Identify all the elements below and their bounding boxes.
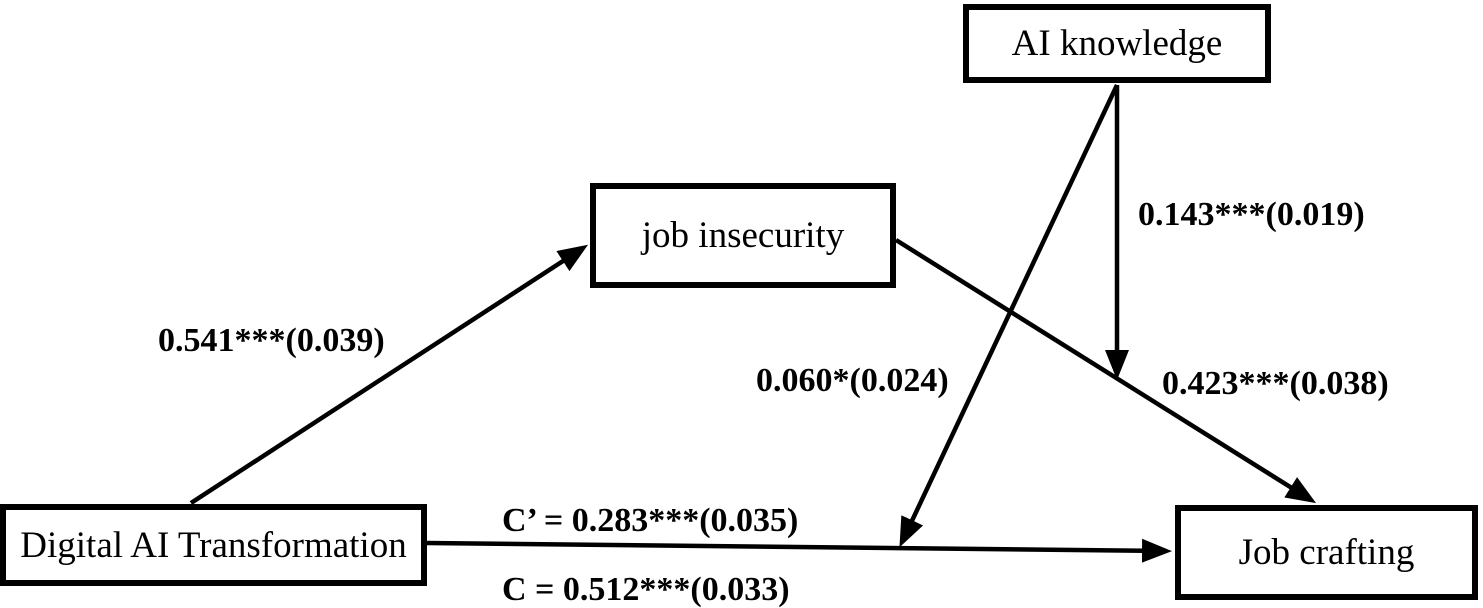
coefficient-total-effect: C = 0.512***(0.033) xyxy=(502,571,790,608)
node-digital-ai-transformation-label: Digital AI Transformation xyxy=(20,524,407,566)
node-job-crafting: Job crafting xyxy=(1175,505,1478,600)
coefficient-direct-effect: C’ = 0.283***(0.035) xyxy=(502,502,799,539)
node-job-crafting-label: Job crafting xyxy=(1238,532,1415,573)
node-digital-ai-transformation: Digital AI Transformation xyxy=(0,504,427,586)
arrow-dat-to-job-crafting xyxy=(426,538,1172,563)
arrow-ai-knowledge-to-direct-path xyxy=(899,84,1120,548)
coefficient-ai-knowledge-direct-path: 0.060*(0.024) xyxy=(756,362,949,399)
node-job-insecurity-label: job insecurity xyxy=(641,215,845,256)
node-ai-knowledge-label: AI knowledge xyxy=(1011,23,1223,64)
arrow-dat-to-job-insecurity xyxy=(189,244,589,505)
coefficient-ai-knowledge-mediator-path: 0.143***(0.019) xyxy=(1138,196,1365,233)
arrow-job-insecurity-to-job-crafting xyxy=(894,238,1317,504)
node-ai-knowledge: AI knowledge xyxy=(963,4,1271,83)
node-job-insecurity: job insecurity xyxy=(590,183,896,288)
coefficient-job-insecurity-to-job-crafting: 0.423***(0.038) xyxy=(1162,365,1389,402)
coefficient-dat-to-job-insecurity: 0.541***(0.039) xyxy=(158,322,385,359)
